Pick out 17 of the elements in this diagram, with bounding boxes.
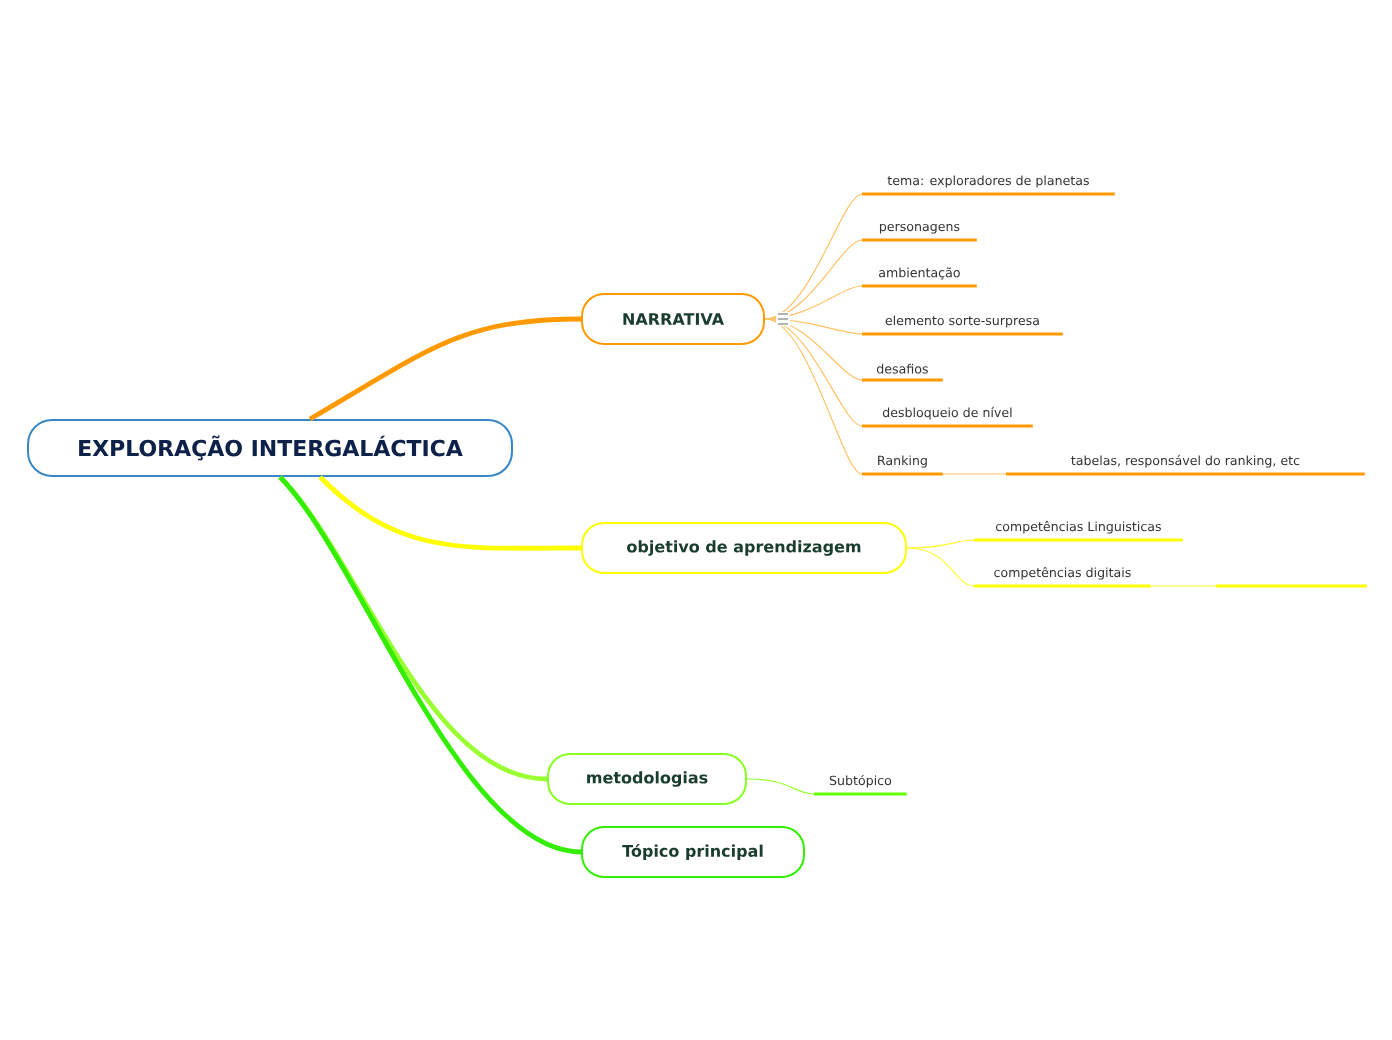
connector bbox=[318, 475, 581, 551]
connector bbox=[764, 318, 863, 475]
topic-box: metodologias bbox=[547, 753, 747, 805]
connector bbox=[1150, 585, 1217, 587]
connector bbox=[278, 475, 582, 855]
topic-box: objetivo de aprendizagem bbox=[581, 522, 907, 574]
connector bbox=[906, 539, 975, 549]
underline-bar bbox=[1216, 584, 1367, 588]
topic-box: NARRATIVA bbox=[581, 293, 765, 345]
connector bbox=[764, 318, 863, 427]
connector bbox=[308, 316, 582, 422]
topic-box: EXPLORAÇÃO INTERGALÁCTICA bbox=[27, 419, 513, 477]
topic-box: Tópico principal bbox=[581, 826, 805, 878]
connector bbox=[764, 318, 863, 335]
connector bbox=[746, 778, 815, 795]
connector bbox=[906, 547, 975, 587]
connector bbox=[942, 473, 1007, 475]
